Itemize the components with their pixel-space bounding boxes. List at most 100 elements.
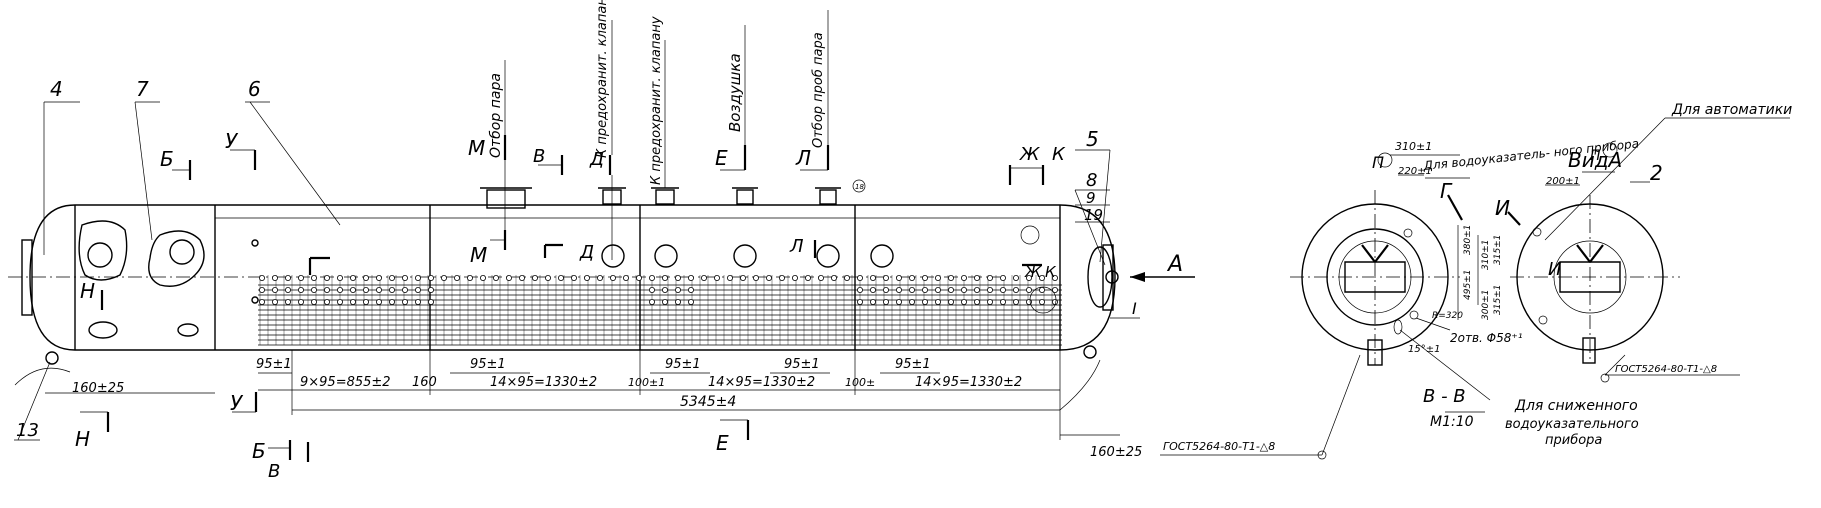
section-m-top: М [468,136,485,160]
tube-hole [492,274,499,281]
tube-hole [701,274,708,281]
tube-hole [909,298,916,305]
note-weld-left: ГОСТ5264-80-Т1-△8 [1163,440,1275,453]
nozzle-label-vent: Воздушка [726,53,744,132]
tube-hole [505,274,512,281]
tube-hole [571,274,578,281]
tube-hole [323,274,330,281]
leader-5d [1099,149,1111,263]
dim-220: 220±1 [1398,166,1432,177]
nozzle-label-steam: Отбор пара [488,73,504,158]
tube-hole [831,274,838,281]
tube-hole [427,274,434,281]
bb-gauge-hole-1 [1403,228,1413,238]
tube-hole [375,286,382,293]
tube-hole [1013,286,1020,293]
section-v-bot: В [268,461,280,482]
opening-right-1 [1020,225,1040,245]
va-gauge-hole-1 [1532,227,1542,237]
dim-310: 310±1 [1395,140,1432,153]
opening-right-2 [1029,286,1057,314]
tube-hole [688,298,695,305]
tube-hole [649,286,656,293]
tube-hole [623,274,630,281]
tube-hole [532,274,539,281]
tube-hole [375,298,382,305]
tube-hole [388,286,395,293]
lower-opening-left [88,321,118,339]
right-flange [1102,244,1114,311]
tube-hole [349,274,356,281]
va-p-bubble [1602,142,1618,158]
note-lowered-1: Для сниженного [1514,398,1638,414]
leader-6 [249,101,341,226]
tube-hole [414,286,421,293]
va-lever [1576,244,1604,263]
tube-hole [948,298,955,305]
tube-hole [896,274,903,281]
tube-hole [1052,298,1059,305]
bb-lower-hole [1393,319,1403,335]
leader-7 [134,101,153,241]
tube-hole [675,274,682,281]
top-nozzles: 18 [480,179,866,209]
section-k-top: К [1052,144,1066,165]
section-e-top: Е [715,146,728,170]
section-l-mid: Л [789,236,804,257]
opening-e [654,244,678,268]
nozzle-label-valve-1: К предохранит. клапану [595,0,610,158]
left-flange [21,239,33,316]
section-d-top: Д [589,149,604,170]
tube-hole [297,298,304,305]
dim-495: 495±1 [1463,270,1473,300]
tube-hole [688,274,695,281]
tube-hole [297,286,304,293]
callout-I: I [1132,299,1137,318]
va-bottom-lug [1582,337,1596,364]
tube-hole [961,286,968,293]
bb-leader-weld [1321,354,1361,456]
section-n-bot: Н [75,427,90,451]
callout-4: 4 [50,77,63,101]
bb-weld-bubble [1317,450,1327,460]
dim-5345: 5345±4 [680,394,736,410]
tube-hole [558,274,565,281]
callout-5: 5 [1086,127,1099,151]
bb-bottom-lug [1367,339,1383,366]
nozzle-label-sample: Отбор проб пара [811,32,826,148]
tube-hole [271,286,278,293]
tube-hole [753,274,760,281]
tube-hole [896,286,903,293]
cutout-7 [148,230,205,287]
tube-hole [336,286,343,293]
bb-inner-ring [1326,228,1424,326]
section-markers [80,135,1195,462]
section-u-top: У [225,129,239,153]
tube-hole [883,298,890,305]
dim-100-1: 100±1 [628,376,665,389]
tube-hole [688,286,695,293]
dim-160: 160 [412,375,437,390]
dim-95-2: 95±1 [470,357,506,372]
va-manhole [1553,240,1627,314]
section-d-mid: Д [579,242,594,263]
tube-hole [349,286,356,293]
va-cut-i [1507,211,1521,226]
tube-hole [1026,274,1033,281]
tube-hole [974,286,981,293]
tube-hole [922,286,929,293]
tube-hole [948,274,955,281]
va-weld-bubble [1600,373,1610,383]
section-e-bot: Е [716,431,729,455]
tube-hole [349,298,356,305]
tube-hole [883,274,890,281]
callout-leaders [14,101,1140,441]
tube-hole [1026,286,1033,293]
tube-hole [662,298,669,305]
tube-hole [584,274,591,281]
bb-lever [1361,244,1389,263]
arc-right [1059,359,1101,411]
dim-14x95-3: 14×95=1330±2 [915,375,1022,390]
tube-hole [258,298,265,305]
